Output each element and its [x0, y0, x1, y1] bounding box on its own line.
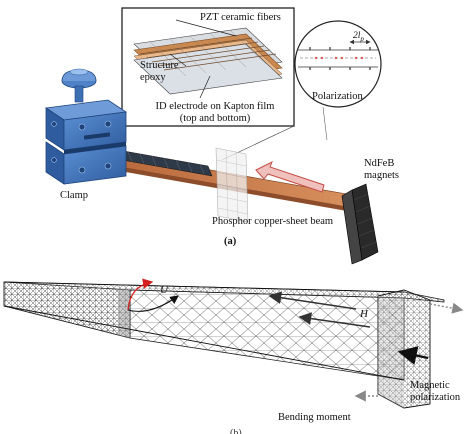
h-field-arrows — [268, 291, 371, 328]
label-clamp: Clamp — [60, 190, 88, 201]
polarization-arrows — [397, 302, 464, 365]
u-displacement — [127, 278, 179, 312]
label-bending-moment: Bending moment — [278, 412, 351, 423]
label-panel-a: (a) — [224, 236, 237, 247]
label-pzt-fibers: PZT ceramic fibers — [200, 12, 281, 23]
label-structure-epoxy: Structure epoxy — [140, 60, 179, 83]
section-plane — [215, 147, 249, 223]
polarization-inset — [294, 20, 382, 141]
ndfeb-magnet — [341, 183, 379, 265]
clamp — [44, 68, 128, 185]
label-ndfeb-magnets: NdFeB magnets — [364, 158, 399, 181]
label-magnetic-polarization: Magnetic polarization — [410, 380, 461, 403]
mfc-inset — [121, 7, 295, 127]
label-u: U — [160, 284, 168, 296]
label-id-electrode: ID electrode on Kapton film (top and bot… — [155, 101, 275, 124]
panel-b-label-cut: (b) — [230, 428, 242, 434]
label-h: H — [360, 308, 368, 320]
fe-mesh-beam — [3, 281, 445, 409]
label-beam: Phosphor copper-sheet beam — [212, 216, 334, 227]
label-polarization: Polarization — [312, 91, 363, 102]
label-pitch: 2lp — [353, 31, 364, 43]
force-arrow — [255, 160, 325, 193]
